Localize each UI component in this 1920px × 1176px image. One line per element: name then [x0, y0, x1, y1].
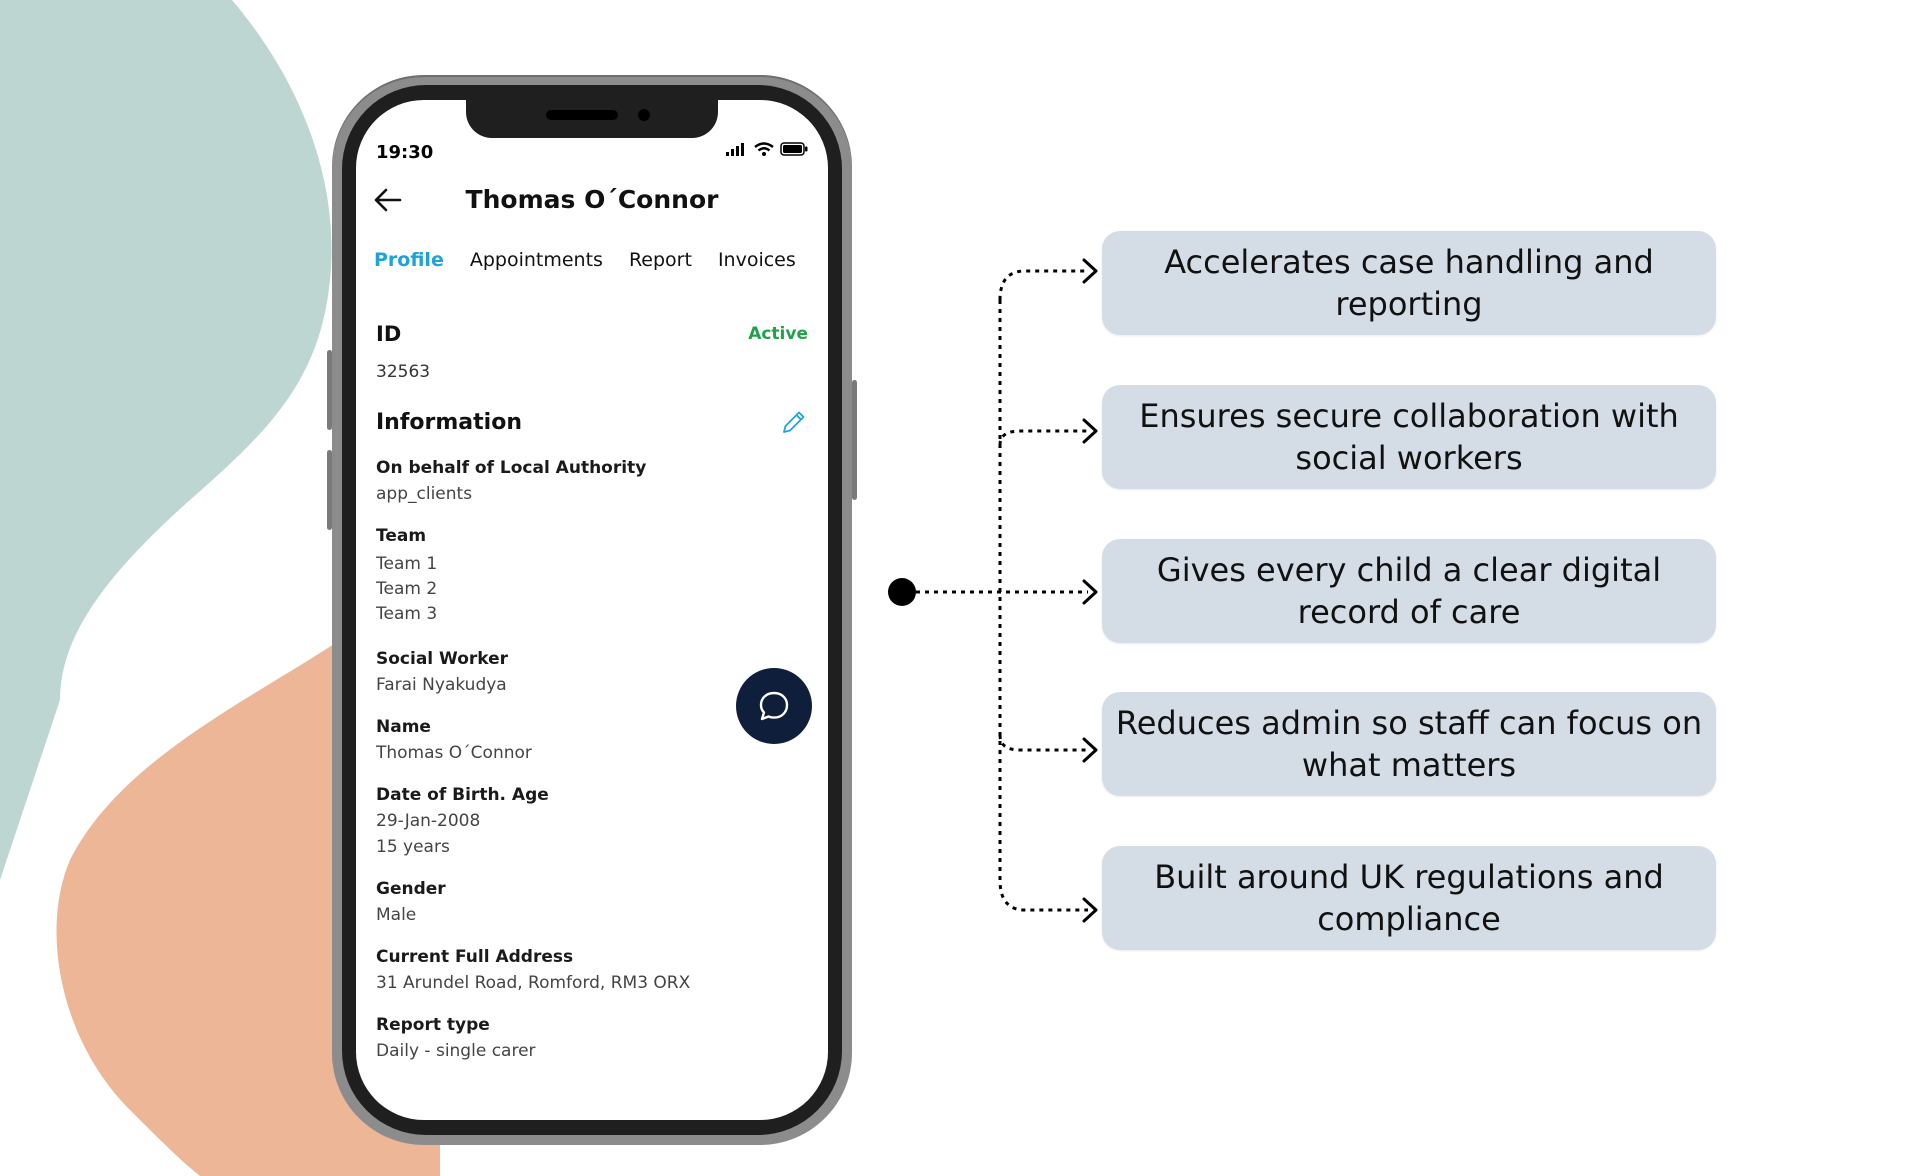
phone-screen: 19:30 Thomas O´Connor Profile Appointmen… — [356, 100, 828, 1120]
team-list: Team 1 Team 2 Team 3 — [376, 552, 808, 627]
dob-label: Date of Birth. Age — [376, 785, 549, 805]
feature-box: Reduces admin so staff can focus on what… — [1102, 692, 1716, 796]
age-value: 15 years — [376, 837, 450, 857]
information-heading: Information — [376, 409, 522, 435]
tab-invoices[interactable]: Invoices — [717, 249, 796, 271]
wifi-icon — [754, 142, 774, 156]
gender-label: Gender — [376, 879, 446, 899]
camera-icon — [638, 109, 650, 121]
name-label: Name — [376, 717, 431, 737]
tab-report[interactable]: Report — [628, 249, 692, 271]
status-badge: Active — [748, 324, 808, 344]
phone-volume-button — [327, 450, 332, 530]
on-behalf-label: On behalf of Local Authority — [376, 458, 647, 478]
feature-box: Gives every child a clear digital record… — [1102, 539, 1716, 643]
social-worker-value: Farai Nyakudya — [376, 675, 507, 695]
team-item: Team 1 — [376, 554, 438, 574]
feature-box: Ensures secure collaboration with social… — [1102, 385, 1716, 489]
report-type-label: Report type — [376, 1015, 490, 1035]
status-time: 19:30 — [376, 142, 434, 163]
chat-button[interactable] — [736, 668, 812, 744]
id-row: ID Active — [376, 322, 808, 346]
address-label: Current Full Address — [376, 947, 574, 967]
information-header: Information — [376, 408, 808, 436]
battery-icon — [780, 142, 808, 156]
tab-bar: Profile Appointments Report Invoices — [374, 249, 796, 271]
chat-bubble-icon — [759, 691, 789, 721]
back-arrow-icon[interactable] — [372, 184, 404, 216]
id-label: ID — [376, 322, 402, 346]
phone-volume-button — [327, 350, 332, 430]
team-item: Team 3 — [376, 604, 438, 624]
status-icons — [726, 142, 808, 156]
edit-pencil-icon[interactable] — [780, 408, 808, 436]
signal-icon — [726, 143, 744, 156]
phone-notch — [466, 100, 718, 138]
speaker-grille — [546, 110, 618, 120]
name-value: Thomas O´Connor — [376, 743, 532, 763]
on-behalf-value: app_clients — [376, 484, 473, 504]
team-label: Team — [376, 526, 427, 546]
dob-value: 29-Jan-2008 — [376, 811, 481, 831]
feature-box: Accelerates case handling and reporting — [1102, 231, 1716, 335]
team-item: Team 2 — [376, 579, 438, 599]
report-type-value: Daily - single carer — [376, 1041, 536, 1061]
address-value: 31 Arundel Road, Romford, RM3 ORX — [376, 973, 691, 993]
page-title: Thomas O´Connor — [465, 185, 719, 214]
teal-blob — [0, 0, 332, 880]
tab-profile[interactable]: Profile — [374, 249, 444, 271]
id-value: 32563 — [376, 362, 431, 382]
tab-appointments[interactable]: Appointments — [469, 249, 603, 271]
gender-value: Male — [376, 905, 417, 925]
profile-content: ID Active 32563 Information On behalf of… — [376, 322, 808, 1061]
feature-box: Built around UK regulations and complian… — [1102, 846, 1716, 950]
social-worker-label: Social Worker — [376, 649, 509, 669]
phone-side-button — [852, 380, 857, 500]
